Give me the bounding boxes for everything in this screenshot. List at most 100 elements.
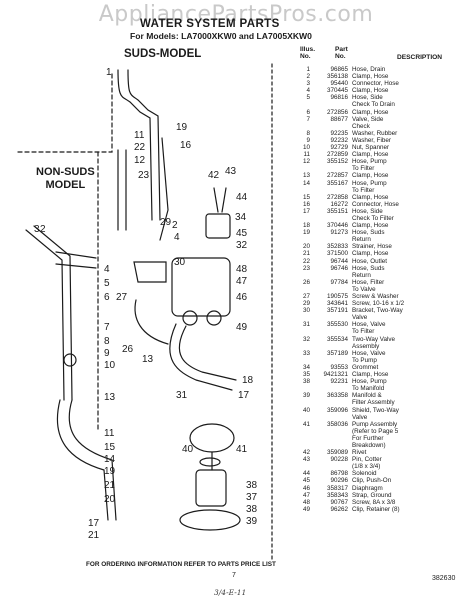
part-number <box>310 123 352 130</box>
part-illus-number <box>298 314 310 321</box>
callout-label: 10 <box>104 360 116 371</box>
part-description: Return <box>352 236 371 244</box>
part-number <box>310 236 352 243</box>
part-number: 96746 <box>330 264 348 272</box>
part-description: Clamp, Hose <box>352 87 389 95</box>
callout-label: 22 <box>134 142 146 153</box>
exploded-parts-diagram: 1 19 22 16 12 11 23 43 42 44 34 45 32 29… <box>17 63 273 560</box>
part-description: Clip, Push-On <box>352 477 392 485</box>
part-illus-number <box>298 165 310 172</box>
part-description: Breakdown) <box>352 441 386 449</box>
part-illus-number: 33 <box>302 349 310 357</box>
parts-table-row: Filter Assembly <box>298 399 472 406</box>
callout-label: 15 <box>104 442 116 453</box>
part-number <box>310 343 352 350</box>
part-description: Clamp, Hose <box>352 371 389 379</box>
part-description: Rivet <box>352 449 367 457</box>
part-description: Strainer, Hose <box>352 243 392 251</box>
two-way-valve-body <box>171 257 231 317</box>
part-illus-number: 15 <box>302 193 310 201</box>
part-description: (Refer to Page 5 <box>352 427 399 435</box>
part-number: 355167 <box>326 179 348 187</box>
part-description: Pump Assembly <box>352 420 398 428</box>
part-description: Pin, Cotter <box>352 456 382 464</box>
part-number <box>310 328 352 335</box>
parts-table-row: Valve <box>298 414 472 421</box>
part-illus-number: 35 <box>302 371 310 379</box>
callout-label: 44 <box>236 192 248 203</box>
callout-label: 5 <box>104 278 110 289</box>
part-number: 356138 <box>326 73 348 81</box>
side-check-valve <box>63 353 77 367</box>
part-illus-number <box>298 343 310 350</box>
part-number <box>310 442 352 449</box>
part-illus-number: 19 <box>302 229 310 237</box>
part-number: 352833 <box>326 243 348 251</box>
part-number: 358317 <box>326 484 348 492</box>
part-number: 92729 <box>330 144 348 152</box>
part-illus-number <box>298 328 310 335</box>
part-description: Two-Way Valve <box>352 335 396 343</box>
part-description: Valve <box>352 413 368 421</box>
parts-table-row: To Filter <box>298 165 472 172</box>
callouts-non-suds: 3 2 4 5 6 7 8 9 10 13 11 15 14 19 21 20 … <box>34 224 116 541</box>
part-description: Strap, Ground <box>352 491 392 499</box>
part-illus-number: 9 <box>306 136 310 144</box>
callout-label: 8 <box>104 336 110 347</box>
part-illus-number: 34 <box>302 363 310 371</box>
part-number <box>310 428 352 435</box>
part-number: 355152 <box>326 158 348 166</box>
part-number: 16272 <box>330 200 348 208</box>
col-header-part-line2: No. <box>335 53 346 61</box>
part-illus-number: 16 <box>302 200 310 208</box>
callout-label: 32 <box>236 240 248 251</box>
parts-table-row: To Valve <box>298 286 472 293</box>
part-number: 90228 <box>330 456 348 464</box>
part-illus-number: 46 <box>302 484 310 492</box>
drain-hose <box>25 229 65 401</box>
part-description: To Filter <box>352 186 375 194</box>
part-illus-number: 43 <box>302 456 310 464</box>
col-header-illus-line2: No. <box>300 53 311 61</box>
part-illus-number: 26 <box>302 278 310 286</box>
part-number: 358036 <box>326 420 348 428</box>
ordering-note: FOR ORDERING INFORMATION REFER TO PARTS … <box>86 561 276 568</box>
part-illus-number <box>298 399 310 406</box>
part-description: Screw, 8A x 3/8 <box>352 498 396 506</box>
part-illus-number: 30 <box>302 307 310 315</box>
callout-label: 4 <box>174 232 180 243</box>
callout-label: 37 <box>246 492 258 503</box>
callout-label: 17 <box>238 390 250 401</box>
manifold <box>195 469 227 507</box>
document-number: 382630 <box>432 575 456 582</box>
part-number: 343641 <box>326 300 348 308</box>
part-description: Check <box>352 122 370 130</box>
part-illus-number <box>298 414 310 421</box>
hose-valve-to-filter <box>169 323 233 391</box>
part-description: Hose, Suds <box>352 229 385 237</box>
part-description: Hose, Suds <box>352 264 385 272</box>
callout-label: 11 <box>134 130 145 141</box>
parts-table-row: To Pump <box>298 357 472 364</box>
part-number: 359096 <box>326 406 348 414</box>
valve-bracket <box>133 261 167 283</box>
part-description: Clip, Retainer (8) <box>352 505 400 513</box>
part-description: Assembly <box>352 342 380 350</box>
part-number: 92235 <box>330 129 348 137</box>
part-description: To Valve <box>352 285 376 293</box>
part-number <box>310 463 352 470</box>
callout-label: 14 <box>104 454 116 465</box>
